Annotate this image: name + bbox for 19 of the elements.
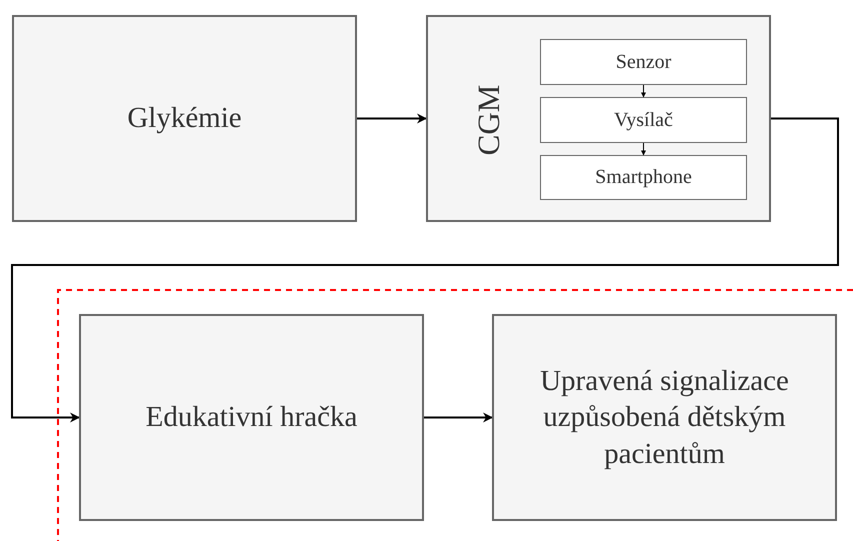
process-box <box>540 39 747 85</box>
process-box <box>492 314 837 521</box>
box-label: Glykémie <box>126 101 243 136</box>
process-box <box>426 15 771 222</box>
process-box <box>540 97 747 143</box>
box-label: Upravená signalizace uzpůsobená dětským pacientům <box>539 364 790 472</box>
process-box <box>79 314 424 521</box>
box-label: Edukativní hračka <box>144 400 358 436</box>
process-box <box>12 15 357 222</box>
process-box <box>540 155 747 200</box>
box-label: Senzor <box>614 50 672 74</box>
arrow <box>641 142 646 156</box>
arrow <box>11 118 839 422</box>
arrow <box>641 84 646 98</box>
box-label: Smartphone <box>594 165 693 190</box>
box-label: Vysílač <box>613 108 674 132</box>
arrow <box>424 412 493 422</box>
box-label: CGM <box>471 84 507 156</box>
arrow <box>357 114 427 124</box>
